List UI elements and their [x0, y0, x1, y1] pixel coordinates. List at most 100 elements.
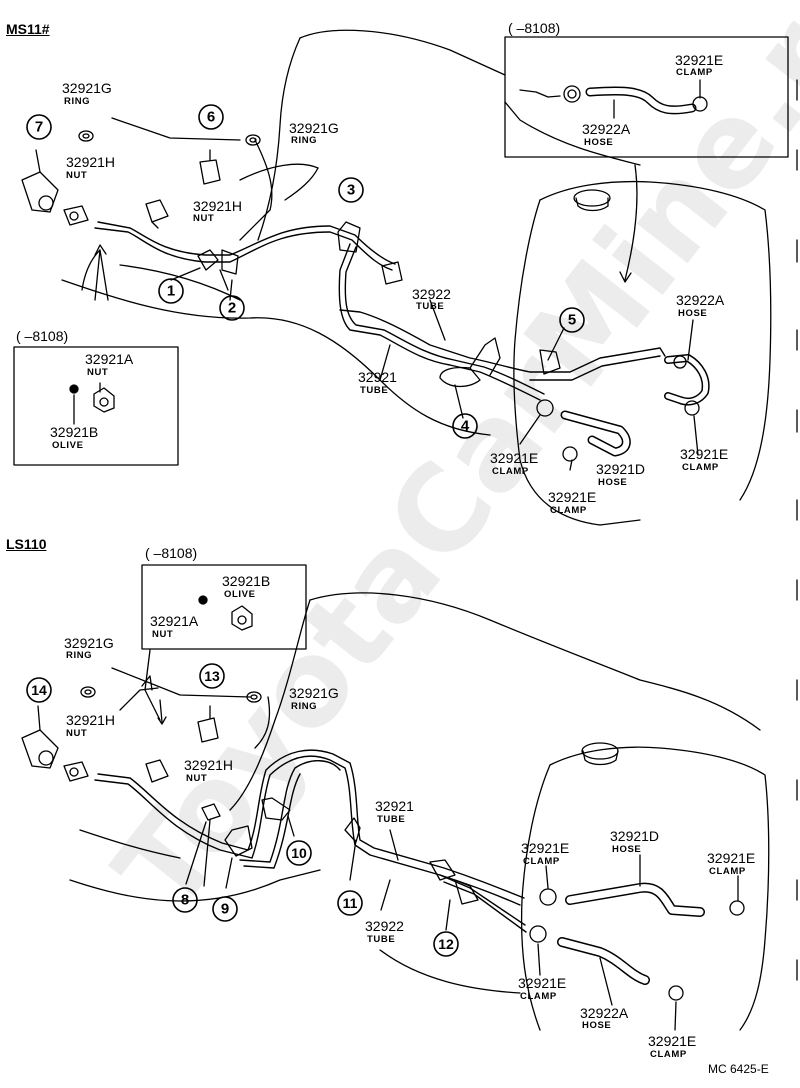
part-32921g-right-top: 32921G	[289, 120, 339, 136]
bottom-section-artwork	[21, 592, 770, 1031]
label-clamp-a-bottom: CLAMP	[523, 856, 560, 867]
callout-1: 1	[166, 282, 176, 300]
callout-4: 4	[460, 417, 470, 435]
label-clamp-b-top: CLAMP	[550, 505, 587, 516]
part-32921h-left-bottom: 32921H	[66, 712, 116, 728]
label-ring-right-top: RING	[291, 135, 318, 146]
fitting-8-bottom	[201, 803, 221, 887]
label-clamp-d-bottom: CLAMP	[650, 1049, 687, 1060]
part-32922-tube-bottom: 32922	[365, 918, 404, 934]
fitting-7-top	[21, 149, 59, 213]
callout-5: 5	[567, 311, 577, 329]
part-32922a-inset: 32922A	[582, 121, 631, 137]
part-32921e-b-top: 32921E	[548, 489, 597, 505]
callout-6: 6	[206, 108, 216, 126]
part-32921-tube-bottom: 32921	[375, 798, 414, 814]
callout-12: 12	[438, 936, 454, 952]
part-32921b-bottom: 32921B	[222, 573, 271, 589]
fuel-tank-top	[513, 199, 601, 526]
inset-box-top-left	[13, 346, 179, 466]
date-range-top-inset-hose: ( –8108)	[508, 20, 561, 36]
part-32921e-c-bottom: 32921E	[518, 975, 567, 991]
part-32922a-top: 32922A	[676, 292, 725, 308]
callout-circles	[26, 104, 585, 957]
part-32921e-d-bottom: 32921E	[648, 1033, 697, 1049]
inset-box-bottom	[141, 564, 307, 650]
fitting-14-bottom	[21, 705, 59, 769]
ring-left-bottom	[80, 686, 96, 698]
callout-13: 13	[204, 668, 220, 684]
ring-left-top	[78, 130, 94, 142]
part-32921a-bottom: 32921A	[150, 613, 199, 629]
label-olive-top: OLIVE	[52, 440, 84, 451]
part-32922a-bottom: 32922A	[580, 1005, 629, 1021]
label-hose-32922a-top: HOSE	[678, 308, 708, 319]
nut-h-right-bottom	[145, 759, 169, 783]
label-ring-left-bottom: RING	[66, 650, 93, 661]
part-32921g-left-top: 32921G	[62, 80, 112, 96]
date-range-top-inset-olive: ( –8108)	[16, 328, 69, 344]
flow-arrow	[624, 164, 638, 281]
label-clamp-b-bottom: CLAMP	[709, 866, 746, 877]
tube-bundle-top	[94, 221, 666, 401]
callout-3: 3	[346, 181, 356, 199]
fitting-6-top	[199, 149, 221, 185]
label-nut-32921a-bottom: NUT	[152, 629, 174, 640]
inset-box-top-right	[504, 36, 789, 158]
fuel-tank-bottom	[520, 764, 551, 1031]
label-tube-32922-top: TUBE	[416, 301, 445, 312]
nut-h-left-top	[63, 205, 89, 226]
date-range-bottom-inset: ( –8108)	[145, 545, 198, 561]
model-header-bottom: LS110	[6, 536, 47, 552]
ring-right-top	[245, 134, 261, 146]
nut-h-left-bottom	[63, 761, 89, 782]
figure-code: MC 6425-E	[708, 1062, 769, 1076]
callout-14: 14	[31, 682, 47, 698]
label-nut-right-top: NUT	[193, 213, 215, 224]
label-olive-bottom: OLIVE	[224, 589, 256, 600]
callout-10: 10	[291, 845, 307, 861]
label-tube-32921-bottom: TUBE	[377, 814, 406, 825]
label-nut-right-bottom: NUT	[186, 773, 208, 784]
label-ring-right-bottom: RING	[291, 701, 318, 712]
label-nut-left-bottom: NUT	[66, 728, 88, 739]
label-clamp-a-top: CLAMP	[492, 466, 529, 477]
label-clamp-inset: CLAMP	[676, 67, 713, 78]
part-32921h-right-bottom: 32921H	[184, 757, 234, 773]
part-32921d-top: 32921D	[596, 461, 646, 477]
part-32921d-bottom: 32921D	[610, 828, 660, 844]
ring-right-bottom	[246, 691, 262, 703]
label-hose-inset: HOSE	[584, 137, 614, 148]
label-nut-left-top: NUT	[66, 170, 88, 181]
callout-7: 7	[34, 118, 44, 136]
part-32921a-top: 32921A	[85, 351, 134, 367]
part-32921e-a-top: 32921E	[490, 450, 539, 466]
callout-9: 9	[220, 900, 230, 918]
label-hose-32922a-bottom: HOSE	[582, 1020, 612, 1031]
part-32921-tube-top: 32921	[358, 369, 397, 385]
label-clamp-c-top: CLAMP	[682, 462, 719, 473]
label-clamp-c-bottom: CLAMP	[520, 991, 557, 1002]
label-nut-32921a-top: NUT	[87, 367, 109, 378]
body-outline-bottom	[309, 592, 761, 731]
part-32922-tube-top: 32922	[412, 286, 451, 302]
nut-h-right-top	[145, 199, 169, 229]
callout-8: 8	[180, 891, 190, 909]
callout-2: 2	[227, 299, 237, 317]
top-section-artwork	[21, 29, 772, 526]
part-32921e-inset: 32921E	[675, 52, 724, 68]
tube-bundle-bottom	[94, 749, 527, 933]
part-32921g-right-bottom: 32921G	[289, 685, 339, 701]
label-tube-32921-top: TUBE	[360, 385, 389, 396]
label-hose-32921d-bottom: HOSE	[612, 844, 642, 855]
fitting-13-bottom	[197, 705, 219, 743]
part-32921b-top: 32921B	[50, 424, 99, 440]
part-32921e-b-bottom: 32921E	[707, 850, 756, 866]
part-32921h-right-top: 32921H	[193, 198, 243, 214]
part-32921h-left-top: 32921H	[66, 154, 116, 170]
model-header-top: MS11#	[6, 21, 50, 37]
part-32921e-a-bottom: 32921E	[521, 840, 570, 856]
label-ring-left-top: RING	[64, 96, 91, 107]
part-32921g-left-bottom: 32921G	[64, 635, 114, 651]
